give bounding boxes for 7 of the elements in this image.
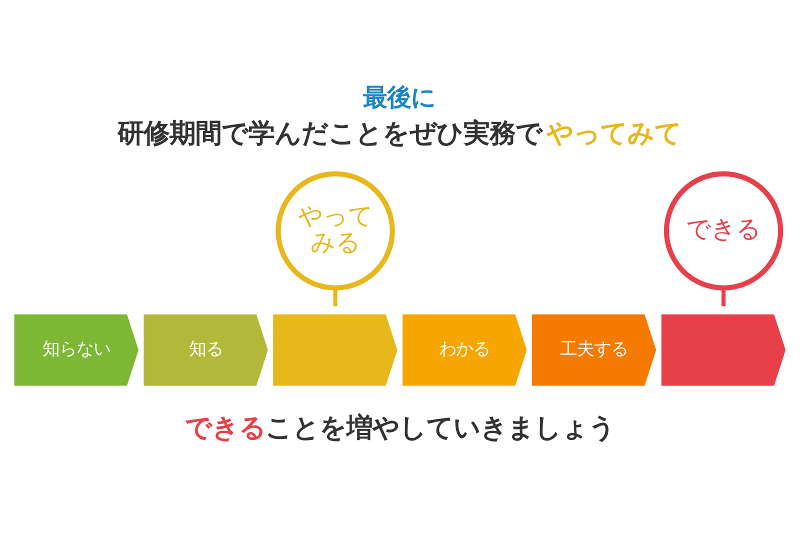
label: 研修期間で学んだことをぜひ実務でやってみて <box>118 118 682 149</box>
node-circle: できる <box>664 171 784 290</box>
caption: できることを増やしていきましょう <box>184 412 616 444</box>
connector <box>333 288 338 306</box>
node-circle: やってみる <box>276 171 395 290</box>
connector <box>722 288 726 306</box>
diagram-title: 最後に <box>362 82 436 112</box>
